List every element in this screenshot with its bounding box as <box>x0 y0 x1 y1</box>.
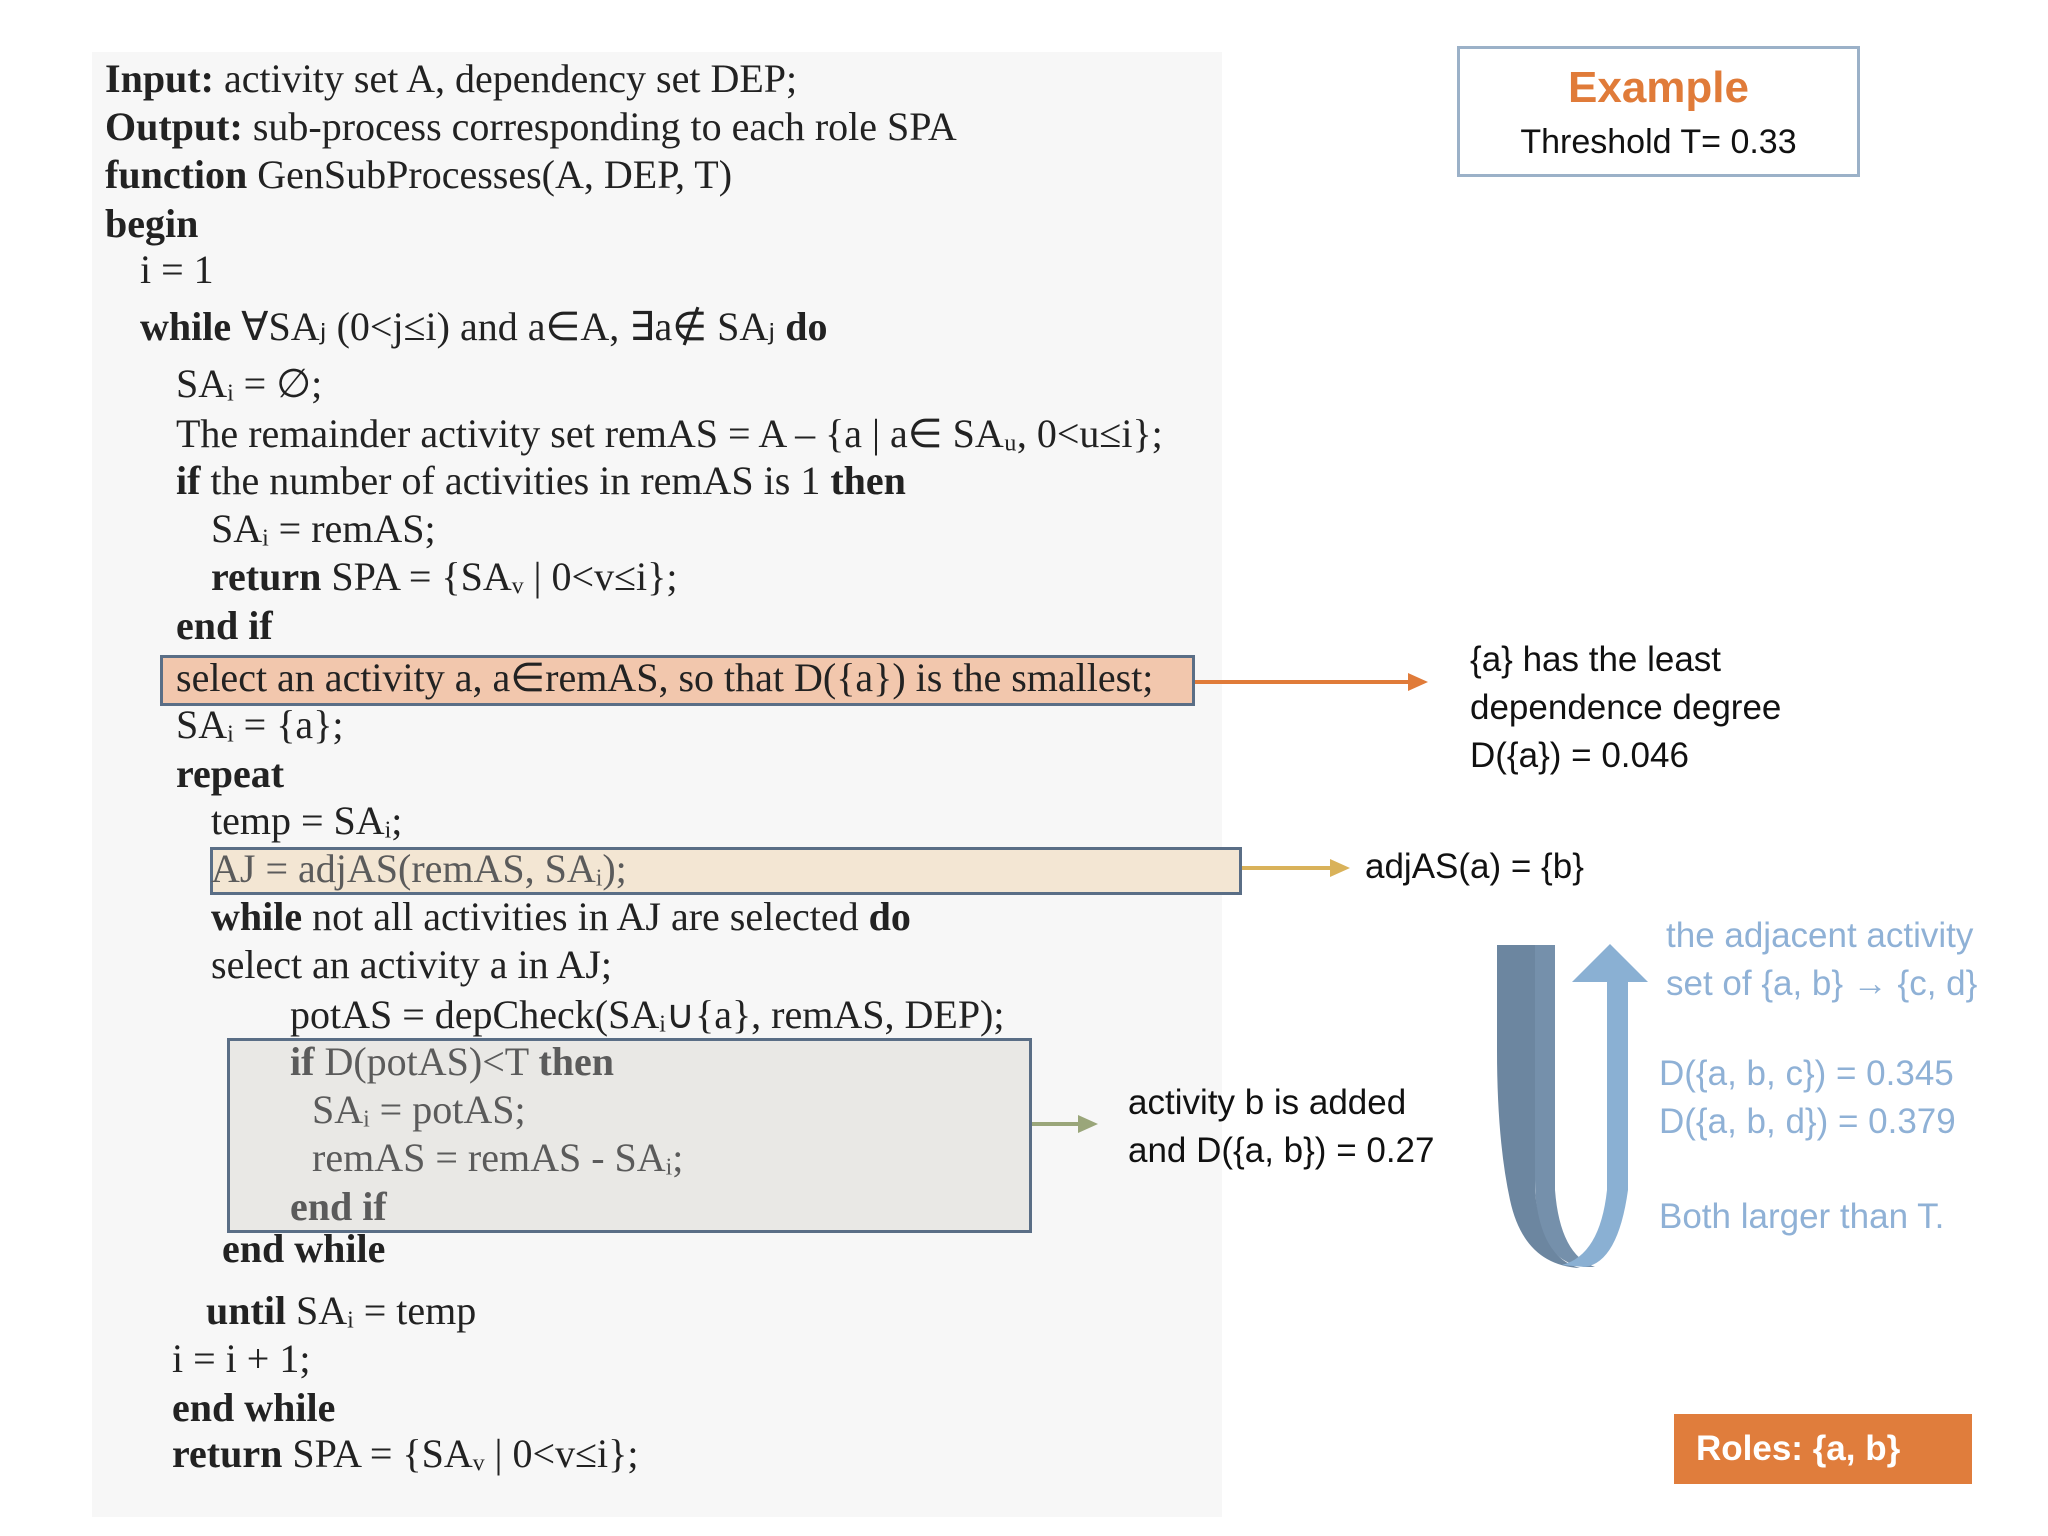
then-inner-keyword: then <box>538 1039 615 1084</box>
arrow-select-to-note <box>1195 673 1428 691</box>
threshold-label: Threshold T= 0.33 <box>1520 123 1797 161</box>
if-potas-line: if D(potAS)<T then <box>290 1038 614 1086</box>
arrow-aj-to-note <box>1242 859 1350 877</box>
note-both-larger: Both larger than T. <box>1659 1197 1945 1236</box>
highlight-if-block <box>227 1038 1032 1233</box>
loop-arrow-icon <box>1497 944 1648 1268</box>
end-if-line: end if <box>176 603 273 648</box>
while-keyword: while <box>140 304 232 349</box>
return-text: SPA = {SAᵥ | 0<v≤i}; <box>321 554 678 599</box>
highlight-select-line <box>160 655 1195 706</box>
while-line: while ∀SAⱼ (0<j≤i) and a∈A, ∃a∉ SAⱼ do <box>140 303 827 351</box>
example-title: Example <box>1568 63 1749 112</box>
return-keyword: return <box>211 554 322 599</box>
aj-line: AJ = adjAS(remAS, SAᵢ); <box>211 846 627 891</box>
temp-line: temp = SAᵢ; <box>211 798 403 843</box>
if-inner-text: D(potAS)<T <box>314 1039 539 1084</box>
note-adjas: adjAS(a) = {b} <box>1365 847 1584 886</box>
note-adjacent-1: the adjacent activity <box>1666 916 1974 955</box>
return-final-line: return SPA = {SAᵥ | 0<v≤i}; <box>172 1430 638 1478</box>
until-text: SAᵢ = temp <box>286 1288 477 1333</box>
until-keyword: until <box>206 1288 287 1333</box>
note-least-1: {a} has the least <box>1470 640 1722 679</box>
increment-line: i = i + 1; <box>172 1336 311 1381</box>
example-box: Example Threshold T= 0.33 <box>1457 46 1860 177</box>
if-text: the number of activities in remAS is 1 <box>200 458 831 503</box>
if-inner-keyword: if <box>290 1039 315 1084</box>
end-if-inner-line: end if <box>290 1184 387 1229</box>
sai-remas-line: SAᵢ = remAS; <box>211 506 436 551</box>
select-aj-line: select an activity a in AJ; <box>211 942 612 987</box>
while-text: ∀SAⱼ (0<j≤i) and a∈A, ∃a∉ SAⱼ <box>231 304 786 349</box>
sai-potas-line: SAᵢ = potAS; <box>312 1087 526 1132</box>
until-line: until SAᵢ = temp <box>206 1287 476 1335</box>
input-line: Input: activity set A, dependency set DE… <box>105 55 797 103</box>
potas-line: potAS = depCheck(SAᵢ∪{a}, remAS, DEP); <box>290 992 1005 1037</box>
if-count-line: if the number of activities in remAS is … <box>176 457 906 505</box>
function-text: GenSubProcesses(A, DEP, T) <box>247 152 733 197</box>
sai-a-line: SAᵢ = {a}; <box>176 702 344 747</box>
repeat-line: repeat <box>176 751 285 796</box>
init-i-line: i = 1 <box>140 247 214 292</box>
function-line: function GenSubProcesses(A, DEP, T) <box>105 151 732 199</box>
note-added-2: and D({a, b}) = 0.27 <box>1128 1131 1435 1170</box>
remas-update-line: remAS = remAS - SAᵢ; <box>312 1135 684 1180</box>
return-final-text: SPA = {SAᵥ | 0<v≤i}; <box>282 1431 639 1476</box>
input-text: activity set A, dependency set DEP; <box>213 56 798 101</box>
note-dabd: D({a, b, d}) = 0.379 <box>1659 1102 1956 1141</box>
highlight-aj-line <box>210 847 1242 895</box>
arrow-if-to-note <box>1032 1115 1098 1133</box>
sai-empty-line: SAᵢ = ∅; <box>176 361 323 406</box>
note-least-3: D({a}) = 0.046 <box>1470 736 1689 775</box>
begin-line: begin <box>105 201 199 246</box>
if-keyword: if <box>176 458 201 503</box>
while-inner-keyword: while <box>211 894 303 939</box>
roles-badge: Roles: {a, b} <box>1674 1414 1972 1484</box>
then-keyword: then <box>830 458 906 503</box>
note-dabc: D({a, b, c}) = 0.345 <box>1659 1054 1954 1093</box>
output-keyword: Output: <box>105 104 243 149</box>
do-inner-keyword: do <box>868 894 911 939</box>
while-inner-text: not all activities in AJ are selected <box>302 894 869 939</box>
end-while-line: end while <box>172 1385 336 1430</box>
output-text: sub-process corresponding to each role S… <box>242 104 957 149</box>
input-keyword: Input: <box>105 56 214 101</box>
while-inner-line: while not all activities in AJ are selec… <box>211 893 911 941</box>
function-keyword: function <box>105 152 248 197</box>
do-keyword: do <box>785 304 828 349</box>
output-line: Output: sub-process corresponding to eac… <box>105 103 957 151</box>
end-while-inner-line: end while <box>222 1226 386 1271</box>
note-added-1: activity b is added <box>1128 1083 1407 1122</box>
algorithm-panel <box>92 52 1222 1517</box>
note-least-2: dependence degree <box>1470 688 1782 727</box>
note-adjacent-2: set of {a, b} → {c, d} <box>1666 964 1978 1003</box>
return-final-keyword: return <box>172 1431 283 1476</box>
return-line: return SPA = {SAᵥ | 0<v≤i}; <box>211 553 677 601</box>
select-line: select an activity a, a∈remAS, so that D… <box>176 655 1154 700</box>
remainder-line: The remainder activity set remAS = A – {… <box>176 411 1163 456</box>
